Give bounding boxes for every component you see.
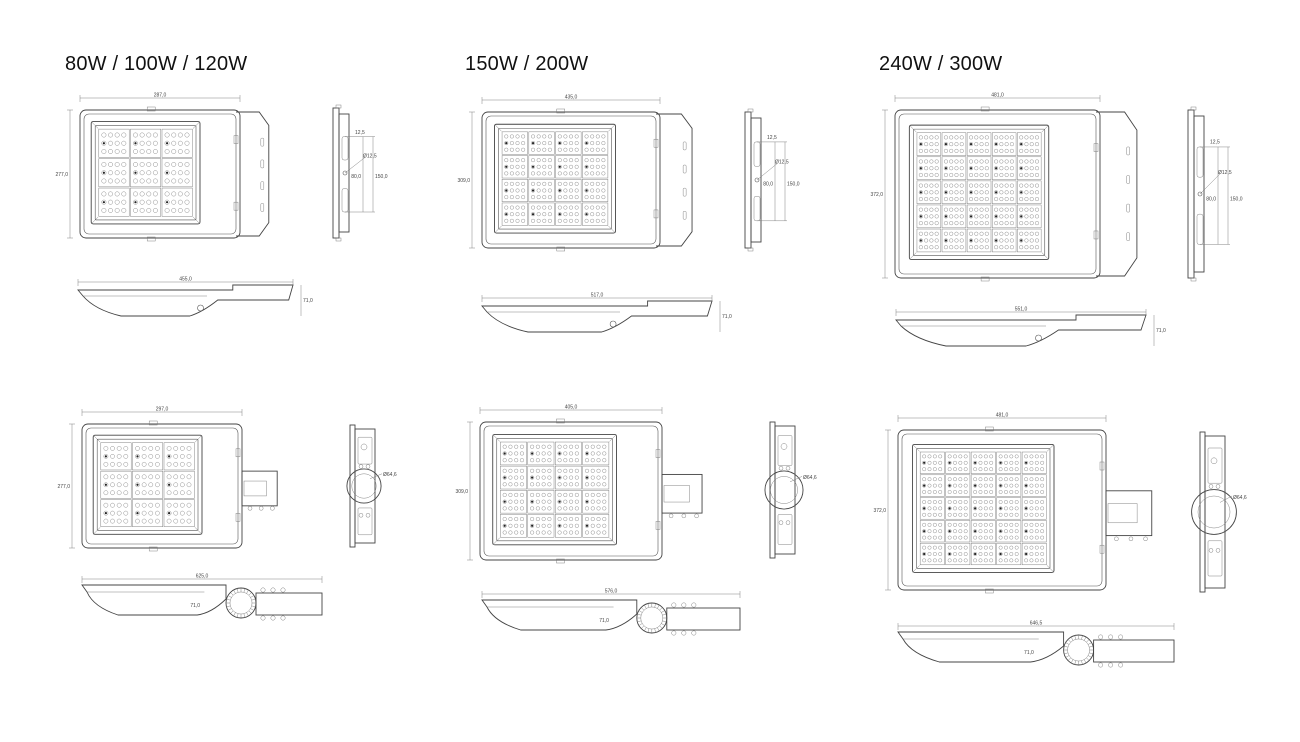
dimension-label: 481,0: [991, 93, 1004, 99]
front-view-80-120w-top: 287,0 277,0: [55, 93, 270, 242]
front-view-150-200w-top: 435,0 309,0: [457, 95, 693, 252]
dimension-label: 455,0: [179, 277, 192, 283]
dimension-label: 12,5: [767, 135, 777, 141]
dimension-label: Ø12,5: [775, 160, 789, 166]
profile-view-240-300w-bottom: 646,5 71,0: [897, 621, 1175, 668]
dimension-label: 150,0: [787, 181, 800, 187]
dimension-label: 309,0: [455, 489, 468, 495]
dimension-label: 297,0: [156, 407, 169, 413]
side-view-150-200w-bottom: Ø64,6: [764, 421, 817, 559]
dimension-label: 277,0: [55, 172, 68, 178]
dimension-label: 277,0: [57, 484, 70, 490]
dimension-label: Ø64,6: [383, 472, 397, 478]
dimension-label: 372,0: [873, 508, 886, 514]
dimension-label: 71,0: [599, 618, 609, 624]
dimension-label: Ø64,6: [803, 475, 817, 481]
dimension-label: Ø64,6: [1233, 495, 1247, 501]
dimension-label: 71,0: [1156, 328, 1166, 334]
front-view-240-300w-top: 481,0 372,0: [870, 93, 1138, 282]
dimension-label: 287,0: [154, 93, 167, 99]
dimension-label: 80,0: [763, 181, 773, 187]
front-view-240-300w-bottom: 481,0 372,0: [873, 413, 1153, 594]
dimension-label: Ø12,5: [363, 153, 377, 159]
dimension-label: 71,0: [303, 298, 313, 304]
front-view-150-200w-bottom: 405,0 309,0: [455, 405, 703, 564]
dimension-label: 80,0: [1206, 197, 1216, 203]
dimension-label: 71,0: [1024, 650, 1034, 656]
dimension-label: 576,0: [605, 589, 618, 595]
dimension-label: 435,0: [565, 95, 578, 101]
side-view-240-300w-bottom: Ø64,6: [1191, 431, 1247, 593]
dimension-label: 80,0: [351, 174, 361, 180]
dimension-label: 71,0: [722, 314, 732, 320]
dimension-label: 12,5: [1210, 140, 1220, 146]
profile-view-240-300w-top: 551,0 71,0: [895, 307, 1166, 347]
group-title-150-200w: 150W / 200W: [465, 53, 589, 75]
profile-view-150-200w-bottom: 576,0 71,0: [481, 589, 741, 636]
profile-view-80-120w-bottom: 625,0 71,0: [81, 574, 323, 621]
dimension-label: 646,5: [1030, 621, 1043, 627]
dimension-label: 71,0: [190, 603, 200, 609]
group-title-240-300w: 240W / 300W: [879, 53, 1003, 75]
profile-view-80-120w-top: 455,0 71,0: [77, 277, 313, 317]
side-view-80-120w-bottom: Ø64,6: [346, 424, 397, 548]
profile-view-150-200w-top: 517,0 71,0: [481, 293, 732, 333]
dimension-label: 405,0: [565, 405, 578, 411]
dimension-label: 625,0: [196, 574, 209, 580]
dimension-label: 309,0: [457, 178, 470, 184]
dimension-label: 372,0: [870, 192, 883, 198]
dimension-label: 551,0: [1015, 307, 1028, 313]
dimension-label: Ø12,5: [1218, 170, 1232, 176]
dimension-label: 150,0: [375, 174, 388, 180]
dimension-label: 12,5: [355, 130, 365, 136]
dimension-label: 481,0: [996, 413, 1009, 419]
dimension-label: 150,0: [1230, 197, 1243, 203]
front-view-80-120w-bottom: 297,0 277,0: [57, 407, 278, 552]
dimension-label: 517,0: [591, 293, 604, 299]
group-title-80-120w: 80W / 100W / 120W: [65, 53, 248, 75]
